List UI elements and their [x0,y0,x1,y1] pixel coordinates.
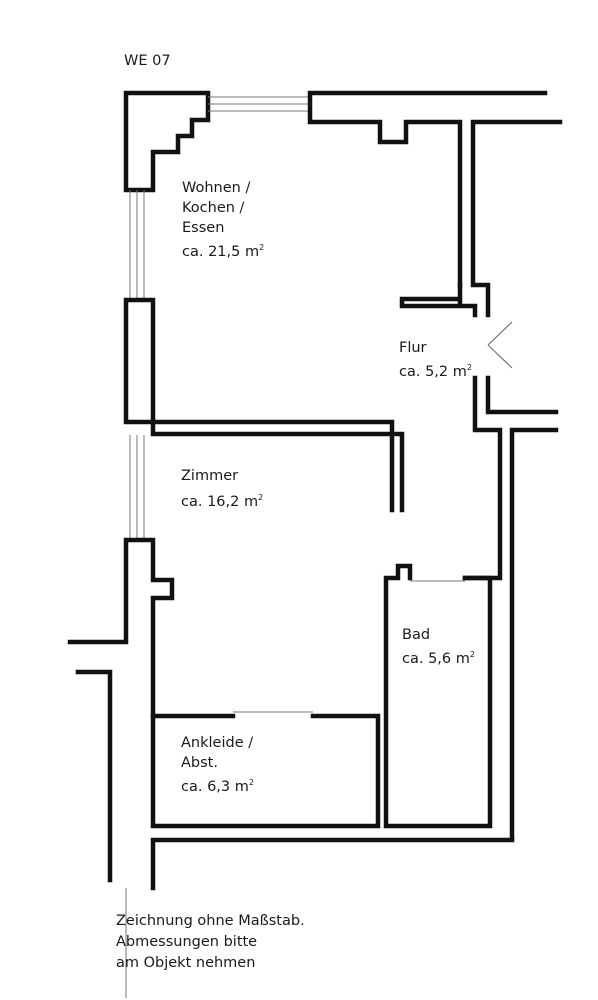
room-area: ca. 5,6 m2 [402,645,475,669]
room-name-line: Zimmer [181,468,239,484]
area-value: ca. 5,6 m [402,651,470,667]
wall-living-zimmer [150,419,405,513]
room-name-line: Kochen / [182,200,245,216]
area-value: ca. 21,5 m [182,244,260,260]
wall-hall-east [462,375,559,841]
room-label-bad: Bad ca. 5,6 m2 [402,625,475,669]
area-exponent: 2 [466,363,472,372]
wall-ankleide [150,713,515,891]
room-label-wohnen: Wohnen / Kochen / Essen ca. 21,5 m2 [182,178,264,262]
room-area: ca. 6,3 m2 [181,773,254,797]
window-west-upper [129,190,145,300]
footnote-line: Zeichnung ohne Maßstab. [116,913,305,929]
area-value: ca. 5,2 m [399,364,467,380]
wall-bad [383,563,493,829]
footnote-line: Abmessungen bitte [116,934,258,950]
entrance-door-swing [487,321,513,369]
wall-west-middle [123,297,156,425]
wall-living-hall [399,282,478,318]
area-exponent: 2 [469,650,475,659]
room-label-ankleide: Ankleide / Abst. ca. 6,3 m2 [181,733,254,797]
room-name-line: Essen [182,220,225,236]
footnote: Zeichnung ohne Maßstab. Abmessungen bitt… [116,911,305,974]
wall-top-right [307,90,548,288]
plan-title: WE 07 [124,53,171,69]
wall-top-left-corner [123,90,211,193]
area-exponent: 2 [248,778,254,787]
room-name-line: Wohnen / [182,180,251,196]
window-top [208,96,308,112]
room-name-line: Abst. [181,755,218,771]
room-label-flur: Flur ca. 5,2 m2 [399,338,472,382]
area-exponent: 2 [258,493,264,502]
room-area: ca. 5,2 m2 [399,358,472,382]
wall-right-upper [470,119,563,318]
area-exponent: 2 [259,243,265,252]
room-name-line: Bad [402,627,431,643]
room-area: ca. 16,2 m2 [181,488,263,512]
area-value: ca. 6,3 m [181,779,249,795]
area-value: ca. 16,2 m [181,494,259,510]
room-area: ca. 21,5 m2 [182,238,264,262]
room-name-line: Flur [399,340,427,356]
footnote-line: am Objekt nehmen [116,955,256,971]
room-name-line: Ankleide / [181,735,254,751]
wall-west-lower [67,537,175,883]
room-label-zimmer: Zimmer ca. 16,2 m2 [181,466,263,512]
window-west-lower [129,435,145,540]
